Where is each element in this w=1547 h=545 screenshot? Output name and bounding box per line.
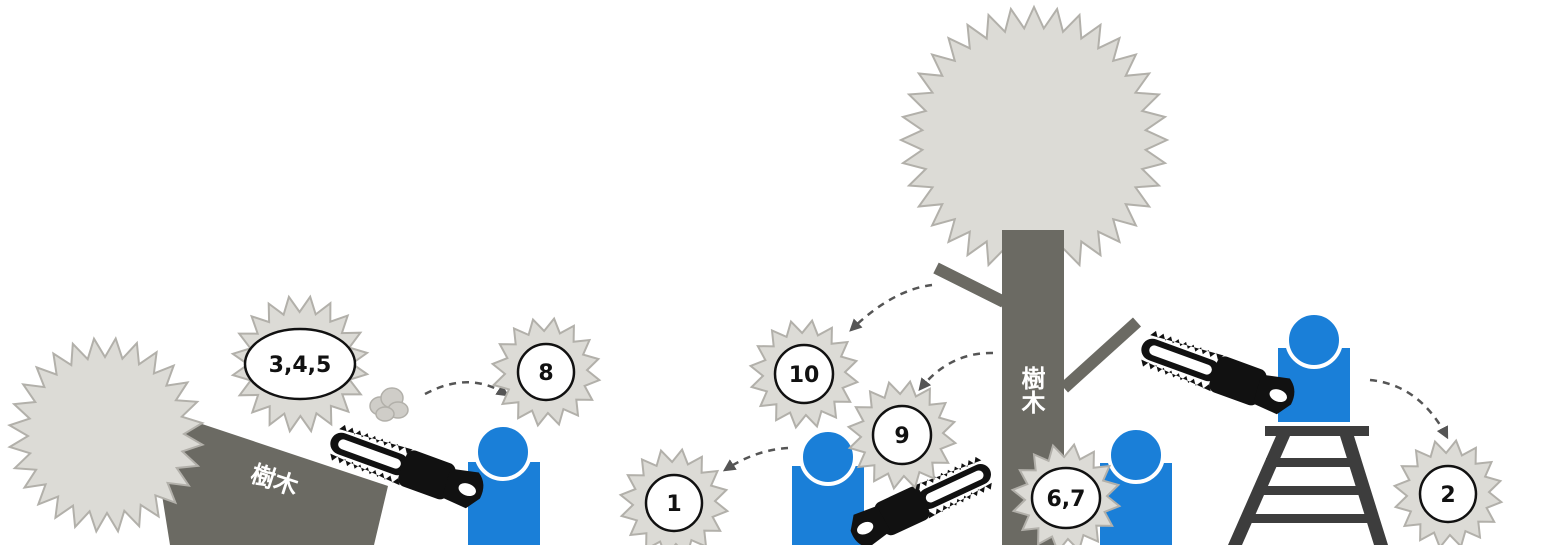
felled-tree-trunk bbox=[158, 420, 388, 545]
hazard-badge-circle bbox=[516, 342, 576, 402]
hazard-badge-h9: 9 bbox=[846, 379, 958, 491]
worker-icon bbox=[468, 423, 540, 545]
tree-branch-left bbox=[933, 262, 1007, 308]
hazard-badges: 1 2 3,4,5 6,7 8 9 10 bbox=[230, 294, 1504, 545]
hazard-label: 2 bbox=[1440, 483, 1455, 508]
hazard-badge-h10: 10 bbox=[748, 318, 860, 430]
hazard-badge-h67: 6,7 bbox=[1010, 442, 1122, 545]
hazard-label: 8 bbox=[538, 361, 553, 386]
tree-branch-right bbox=[1059, 317, 1142, 393]
hazard-badge-circle bbox=[243, 327, 357, 401]
hazard-label: 9 bbox=[894, 424, 909, 449]
chainsaw-icon bbox=[1135, 327, 1300, 419]
hazard-label: 3,4,5 bbox=[269, 353, 332, 378]
hazard-badge-h2: 2 bbox=[1392, 438, 1504, 545]
hazard-badge-circle bbox=[644, 473, 704, 533]
worker-icon bbox=[1278, 311, 1350, 422]
hazard-badge-circle bbox=[871, 404, 933, 466]
tree-label: 樹木 bbox=[1017, 366, 1046, 414]
hazard-badge-h1: 1 bbox=[618, 447, 730, 545]
tree-foliage bbox=[898, 4, 1170, 276]
felled-tree-foliage bbox=[7, 336, 205, 534]
dust-cloud-icon bbox=[369, 387, 409, 422]
felled-tree: 樹木 bbox=[7, 336, 388, 545]
hazard-label: 1 bbox=[666, 492, 681, 517]
hazard-badge-h8: 8 bbox=[490, 316, 602, 428]
hazard-badge-circle bbox=[1418, 464, 1478, 524]
ladder-icon bbox=[1228, 426, 1388, 545]
hazard-badge-h345: 3,4,5 bbox=[230, 294, 370, 434]
hazard-label: 10 bbox=[789, 363, 820, 388]
hazard-label: 6,7 bbox=[1047, 487, 1086, 512]
dashed-arrow-icon bbox=[424, 283, 1449, 472]
hazard-badge-circle bbox=[1030, 466, 1102, 530]
hazard-badge-circle bbox=[773, 343, 835, 405]
